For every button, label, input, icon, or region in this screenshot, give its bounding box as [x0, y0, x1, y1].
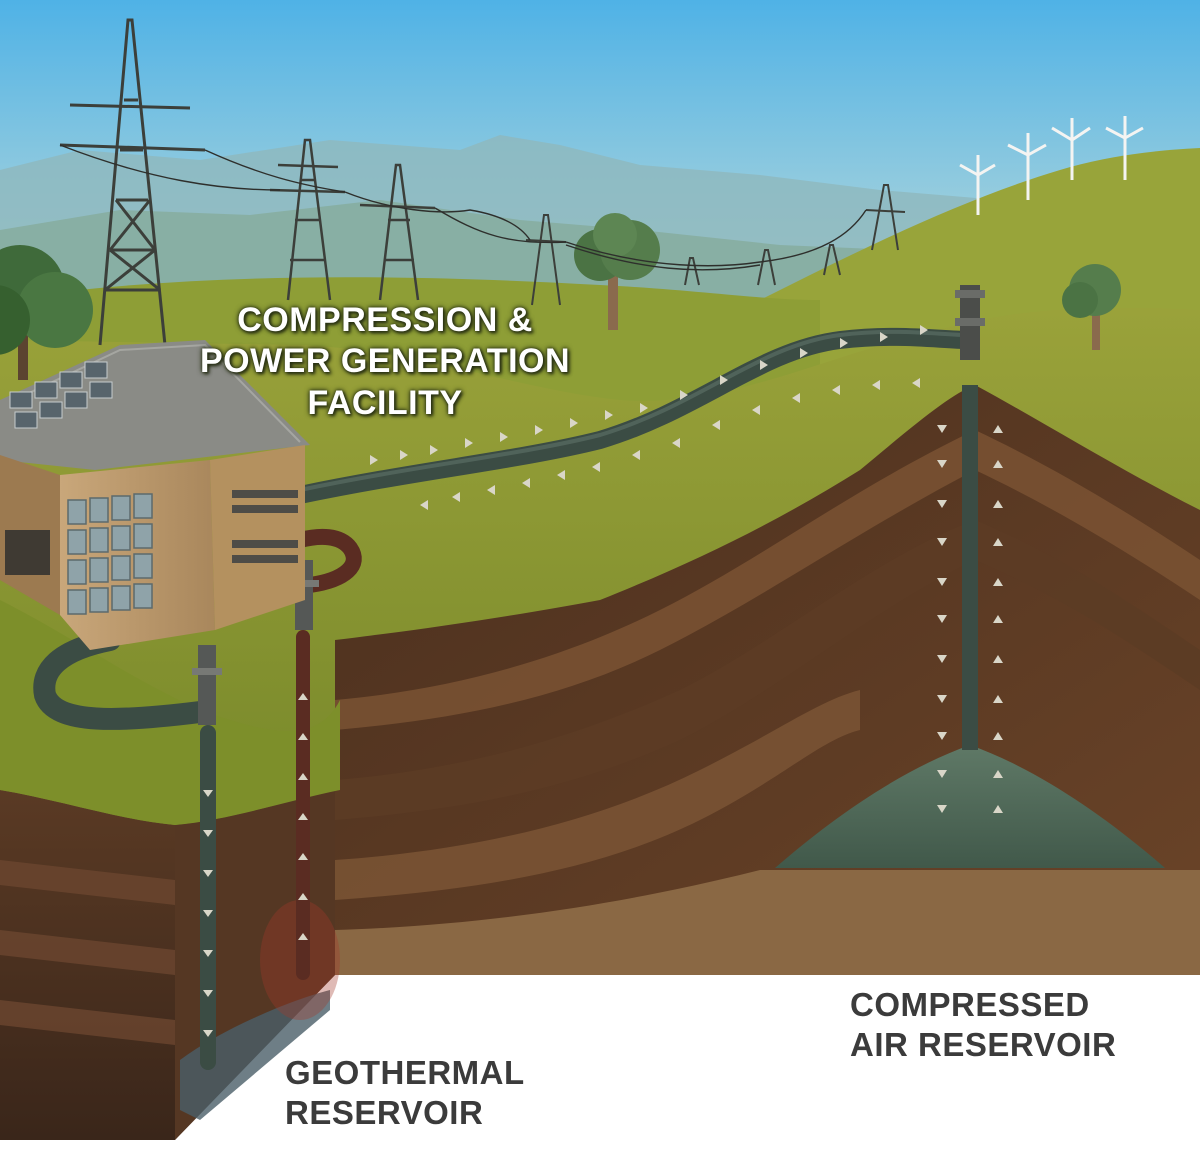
air-reservoir-dome — [775, 745, 1165, 868]
soil-band-1 — [335, 430, 1200, 730]
soil-band-2 — [335, 520, 1200, 820]
soil-lower — [335, 870, 1200, 975]
facility-label-line-3: FACILITY — [307, 383, 463, 422]
geothermal-label-line-1: GEOTHERMAL — [285, 1054, 525, 1091]
air-pipeline-highlight — [299, 329, 969, 492]
soil-band-3 — [335, 690, 860, 900]
hot-well-shaft — [296, 630, 310, 980]
air-pipeline — [291, 327, 977, 504]
hot-loop-pipe — [292, 528, 362, 593]
compressed-air-label-line-1: COMPRESSED — [850, 986, 1090, 1023]
pylon-large — [59, 18, 206, 346]
air-well-shaft — [962, 385, 978, 750]
tree-right — [1062, 264, 1121, 350]
front-block-band-3 — [0, 1000, 175, 1045]
tree-left — [0, 245, 93, 380]
power-lines — [59, 144, 867, 271]
cold-well-shaft — [200, 725, 216, 1070]
cold-wellhead — [198, 645, 216, 725]
facility-building — [0, 340, 310, 650]
pylon-small — [525, 184, 906, 306]
facility-label: COMPRESSION & POWER GENERATION FACILITY — [190, 300, 580, 424]
solar-panels — [9, 361, 113, 429]
compressed-air-label-line-2: AIR RESERVOIR — [850, 1026, 1117, 1064]
facility-label-line-1: COMPRESSION & — [237, 301, 533, 339]
front-block-band-1 — [0, 860, 175, 905]
flow-arrows-geothermal — [203, 693, 308, 1037]
wind-turbines — [959, 116, 1144, 215]
compressed-air-reservoir-label: COMPRESSED AIR RESERVOIR — [850, 985, 1150, 1066]
facility-door — [5, 530, 50, 575]
cold-loop-pipe — [33, 629, 211, 730]
geothermal-reservoir — [180, 990, 330, 1120]
geothermal-reservoir-label: GEOTHERMAL RESERVOIR — [285, 1053, 585, 1134]
facility-label-line-2: POWER GENERATION — [199, 342, 571, 381]
facility-vents — [232, 490, 298, 563]
front-block-band-2 — [0, 930, 175, 975]
facility-wall-side — [210, 445, 305, 630]
flow-arrows-air-well — [937, 425, 1003, 813]
flow-arrows-lower — [420, 378, 920, 510]
pylon-mid — [269, 138, 346, 301]
flow-arrows-upper — [370, 325, 928, 465]
geothermal-label-line-2: RESERVOIR — [285, 1094, 484, 1132]
facility-windows — [67, 493, 153, 615]
